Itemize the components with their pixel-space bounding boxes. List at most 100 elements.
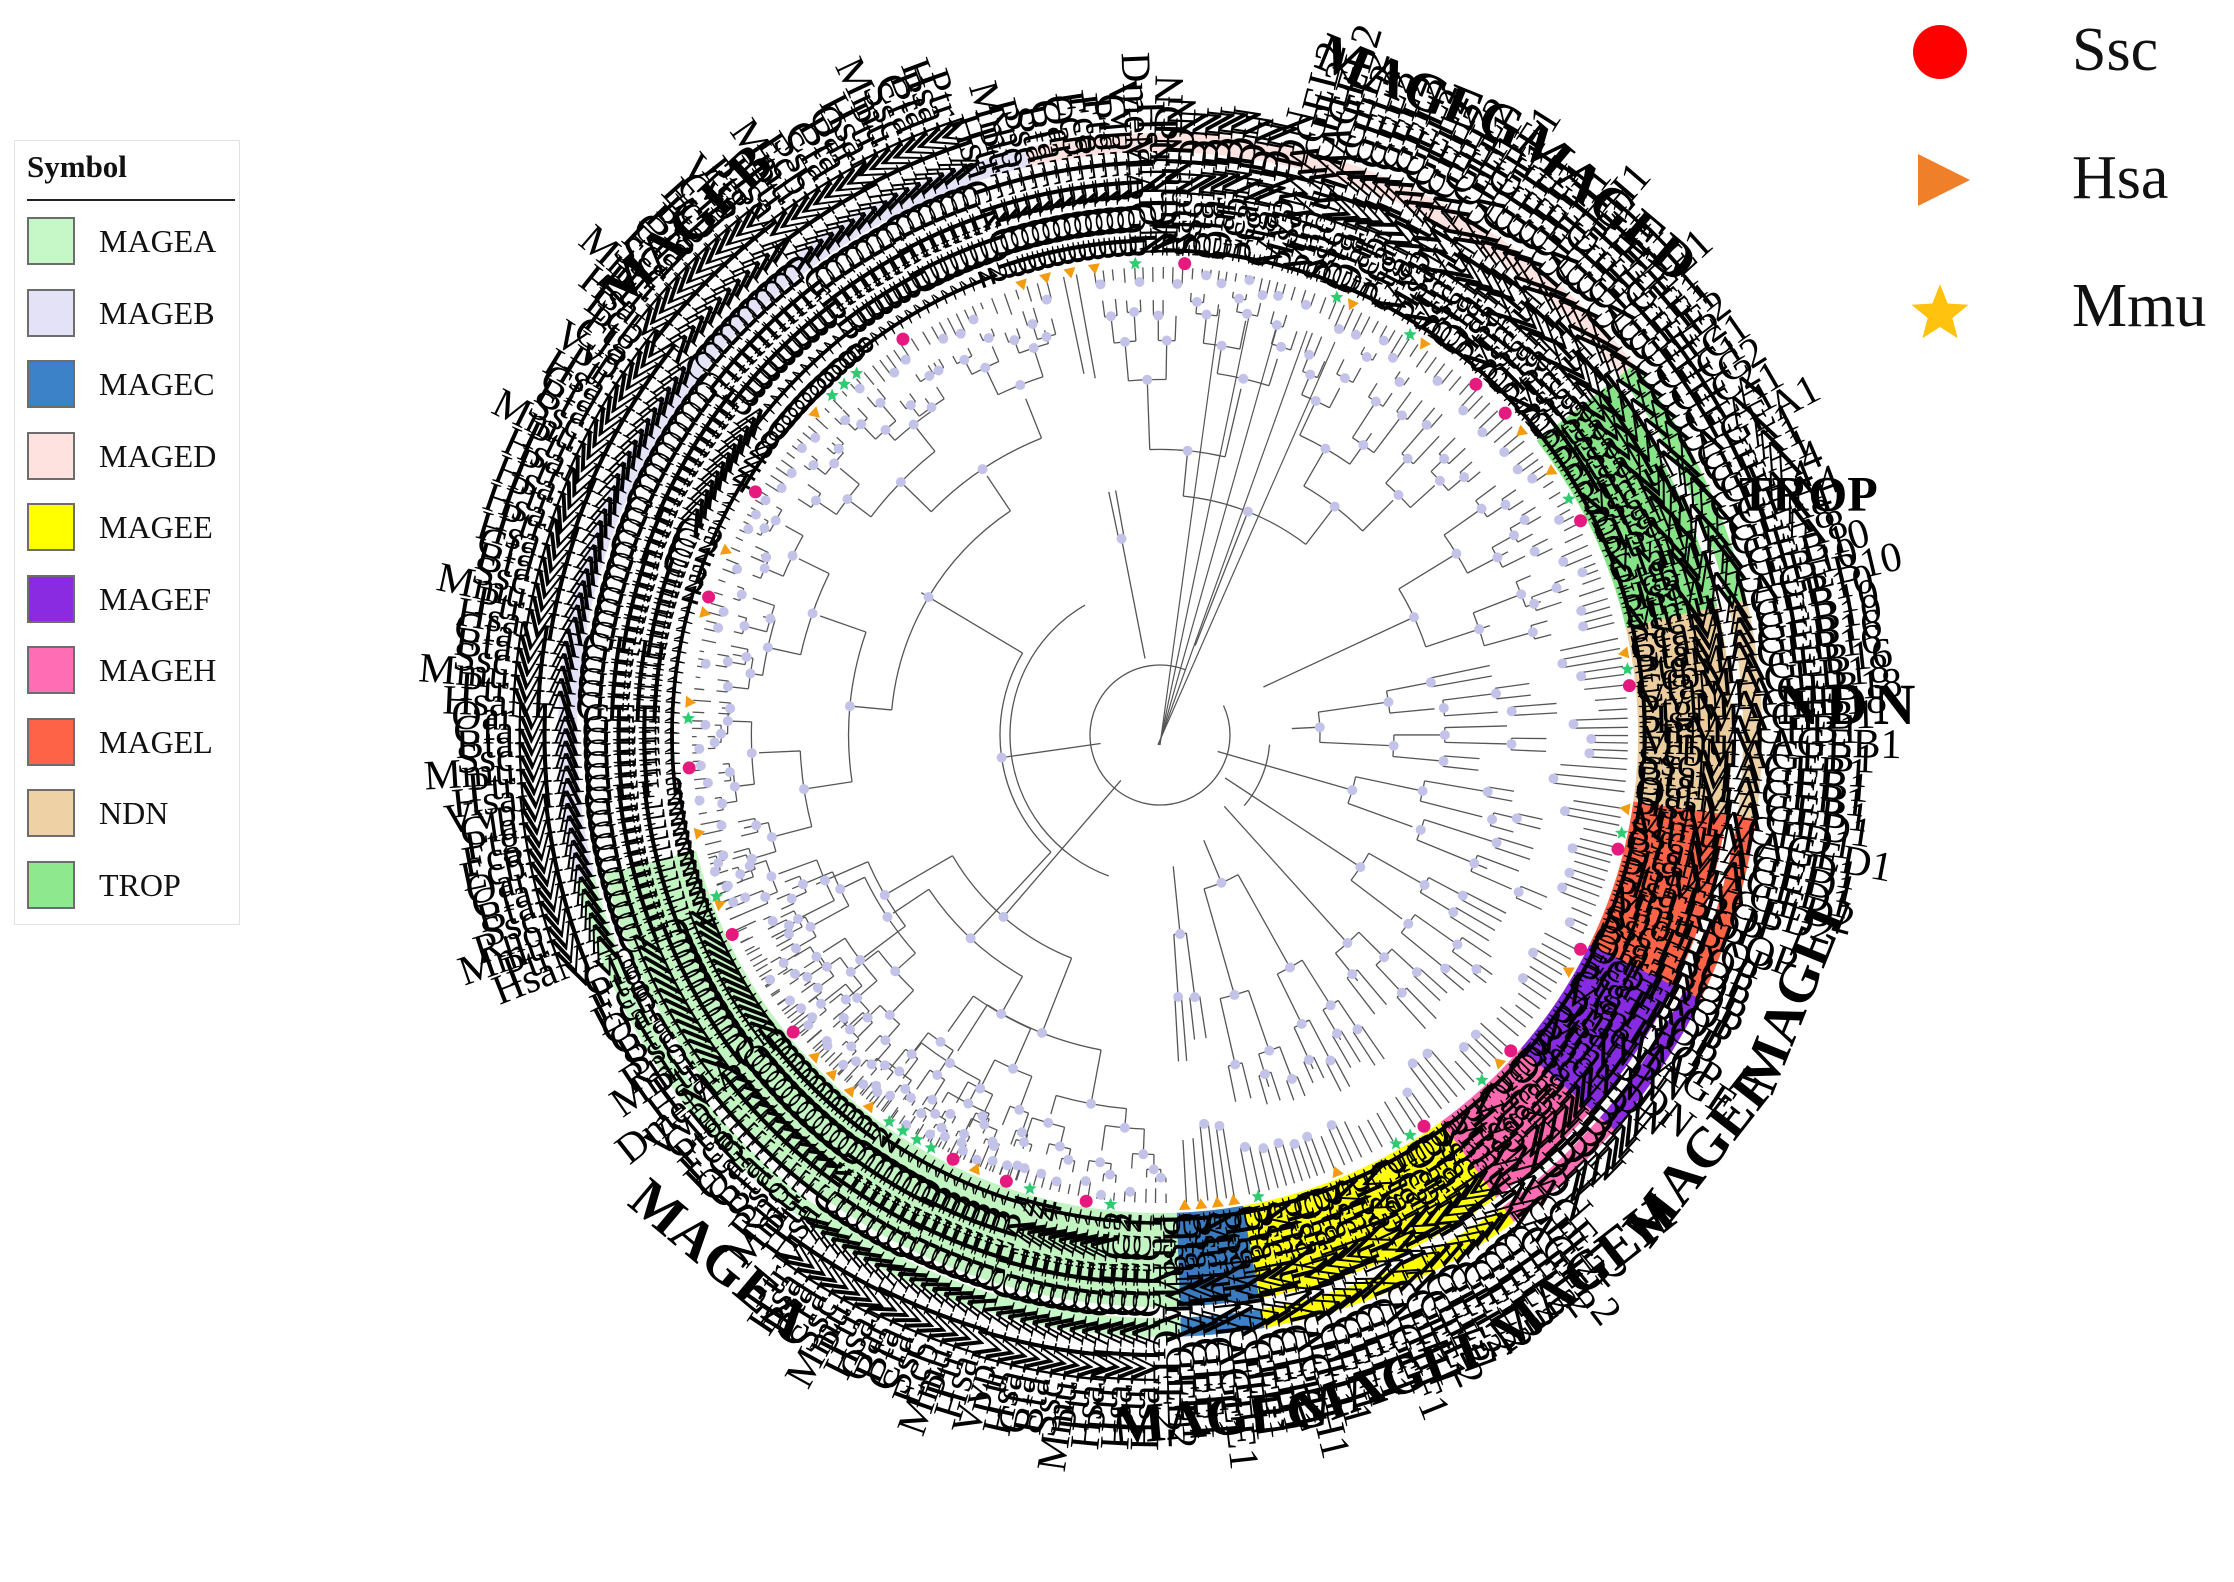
species-legend-label-hsa: Hsa: [2072, 144, 2168, 212]
node-dot: [724, 767, 735, 778]
yellow-star-icon: [1911, 284, 1969, 339]
branch: [775, 466, 790, 478]
branch: [1428, 876, 1464, 897]
branch: [886, 354, 899, 371]
branch: [1016, 328, 1021, 339]
node-dot: [938, 333, 949, 344]
node-dot: [963, 1098, 974, 1109]
node-dot: [1096, 1189, 1107, 1200]
node-dot: [885, 1090, 896, 1101]
node-dot: [1284, 962, 1295, 973]
branch: [1450, 916, 1490, 942]
branch: [1123, 1191, 1126, 1202]
branch: [1368, 852, 1425, 886]
branch: [1561, 544, 1589, 558]
branch: [763, 915, 771, 921]
branch: [714, 591, 724, 596]
node-dot: [1577, 567, 1588, 578]
branch: [916, 427, 936, 452]
branch: [1050, 318, 1057, 335]
branch: [1290, 286, 1296, 301]
branch: [876, 388, 886, 400]
node-dot: [1438, 756, 1449, 767]
branch: [1313, 1057, 1325, 1079]
branch: [1258, 1149, 1270, 1191]
branch: [704, 840, 722, 846]
branch: [955, 1130, 960, 1137]
branch: [1281, 1141, 1296, 1184]
node-dot: [908, 419, 919, 430]
branch: [1274, 1143, 1288, 1186]
tip-label: PtrMAGEC1: [1108, 1212, 1162, 1435]
node-dot: [713, 622, 724, 633]
legend-item-trop: TROP: [27, 860, 239, 911]
node-dot: [819, 875, 830, 886]
branch: [737, 817, 755, 823]
node-dot: [759, 563, 770, 574]
hsa-triangle-icon: [719, 543, 732, 555]
node-dot: [1457, 890, 1468, 901]
branch: [1194, 511, 1249, 646]
hsa-triangle-icon: [1195, 1198, 1208, 1210]
node-dot: [971, 1154, 982, 1165]
branch: [1467, 471, 1481, 483]
node-dot: [858, 1079, 869, 1090]
tip-labels: HsaMAGEB1PtrMAGEB1MmuMAGEB1EcbMAGEB1SscM…: [417, 19, 1907, 1474]
branch: [839, 467, 860, 485]
tree-branches: [692, 267, 1629, 1203]
node-dot: [810, 495, 821, 506]
clade-color-ring: [558, 133, 1762, 1337]
branch: [1563, 882, 1600, 897]
branch: [1579, 837, 1615, 848]
branch: [1455, 907, 1496, 932]
branch: [1185, 933, 1196, 998]
branch: [713, 855, 717, 858]
node-dot: [805, 921, 816, 932]
branch: [990, 328, 995, 336]
legend-label: NDN: [99, 795, 169, 831]
branch: [771, 825, 812, 838]
node-dot: [1129, 306, 1140, 317]
node-dot: [916, 1108, 927, 1119]
branch: [1495, 682, 1530, 689]
branch: [756, 532, 762, 536]
branch: [881, 404, 897, 422]
mmu-star-icon: [837, 377, 851, 390]
branch: [1328, 387, 1341, 409]
branch: [750, 555, 765, 563]
branch: [771, 990, 781, 997]
branch: [1340, 1030, 1361, 1063]
node-dot: [1276, 341, 1287, 352]
branch: [708, 611, 723, 617]
hsa-triangle-icon: [862, 1101, 874, 1114]
branch: [851, 1050, 857, 1056]
hsa-triangle-icon: [1347, 298, 1359, 311]
node-dot: [1378, 335, 1389, 346]
branch: [1199, 996, 1207, 1039]
branch: [1173, 934, 1179, 999]
branch: [1114, 299, 1118, 316]
branch: [1270, 311, 1275, 324]
branch: [1467, 551, 1509, 574]
branch: [771, 928, 787, 938]
branch-arc: [1243, 744, 1271, 807]
branch: [755, 545, 769, 554]
branch: [1394, 371, 1401, 380]
branch: [1460, 898, 1502, 923]
node-dot: [955, 328, 966, 339]
node-dot: [807, 608, 818, 619]
node-dot: [854, 383, 865, 394]
node-dot: [1528, 947, 1539, 958]
node-dot: [784, 928, 795, 939]
branch: [1578, 587, 1605, 598]
branch: [1563, 523, 1578, 532]
node-dot: [1440, 963, 1451, 974]
branch: [860, 1059, 868, 1067]
branch: [936, 386, 945, 400]
branch: [952, 355, 958, 365]
node-dot: [1191, 296, 1202, 307]
node-dot: [1370, 396, 1381, 407]
branch: [1441, 971, 1465, 991]
branch: [1532, 538, 1549, 548]
